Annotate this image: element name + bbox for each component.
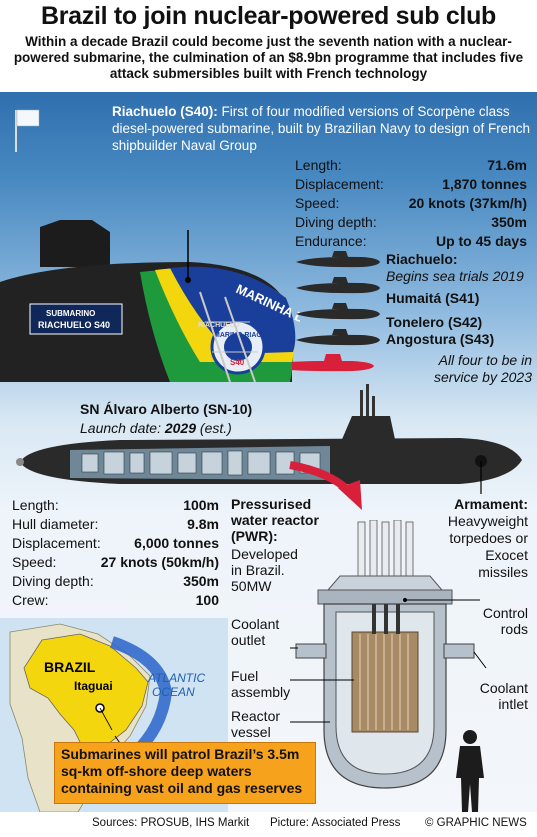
armament-title: Armament: <box>454 496 528 512</box>
page-title: Brazil to join nuclear-powered sub club <box>40 2 497 30</box>
reactor-desc-line: 50MW <box>231 578 272 594</box>
armament: Armament: Heavyweight torpedoes or Exoce… <box>420 496 528 581</box>
coolant-outlet-label: Coolant outlet <box>231 616 279 648</box>
reactor-desc-line: in Brazil. <box>231 562 285 578</box>
label-line: Coolant <box>479 680 528 696</box>
sail-text: RIACHUELO <box>198 322 240 329</box>
spec-value: 20 knots (37km/h) <box>408 195 527 211</box>
reactor-title: Pressurised water reactor (PWR): <box>231 496 319 544</box>
coolant-inlet-nozzle <box>443 643 475 659</box>
sub-silhouette-s42 <box>296 303 380 320</box>
reactor-title-line: Pressurised <box>231 496 312 512</box>
riachuelo-name: Riachuelo (S40): <box>112 104 218 119</box>
spec-label: Speed: <box>295 195 340 211</box>
spec-value: Up to 45 days <box>435 233 527 249</box>
armament-line: torpedoes or <box>449 530 528 546</box>
map-city: Itaguai <box>74 679 113 693</box>
page-subtitle: Within a decade Brazil could become just… <box>13 34 524 81</box>
coolant-inlet-label: Coolant intlet <box>466 680 528 712</box>
spec-label: Speed: <box>12 554 57 570</box>
footer-sources: Sources: PROSUB, IHS Markit <box>92 817 250 829</box>
spec-label: Diving depth: <box>12 573 94 589</box>
spec-value: 1,870 tonnes <box>442 176 527 192</box>
map-ocean-line1: ATLANTIC <box>147 671 205 685</box>
launch-year: 2029 <box>164 420 197 436</box>
spec-label: Displacement: <box>12 535 101 551</box>
reactor-desc: Developed in Brazil. 50MW <box>231 546 298 594</box>
spec-value: 27 knots (50km/h) <box>100 554 219 570</box>
sign-line1: SUBMARINO <box>46 309 95 318</box>
s40-label: Riachuelo: Begins sea trials 2019 <box>386 251 537 285</box>
reactor-diagram <box>290 520 487 789</box>
scorpene-specs: Length: 71.6m Displacement: 1,870 tonnes… <box>295 156 527 256</box>
reactor-title-line: (PWR): <box>231 528 278 544</box>
spec-label: Hull diameter: <box>12 516 99 532</box>
spec-label: Crew: <box>12 592 49 608</box>
armament-line: Exocet <box>485 547 528 563</box>
footer-picture: Picture: Associated Press <box>270 817 401 829</box>
map-country: BRAZIL <box>44 659 96 675</box>
reactor-desc-line: Developed <box>231 546 298 562</box>
spec-label: Length: <box>295 157 342 173</box>
spec-label: Length: <box>12 497 59 513</box>
riachuelo-desc: First of four modified versions of Scorp… <box>112 104 530 153</box>
label-line: Control <box>482 605 528 621</box>
launch-label: Launch date: <box>80 420 161 436</box>
control-rods-label: Control rods <box>470 605 528 637</box>
fuel-assembly-label: Fuel assembly <box>231 668 290 700</box>
spec-value: 100 <box>195 592 219 608</box>
nuclear-specs: Length: 100m Hull diameter: 9.8m Displac… <box>12 496 219 616</box>
s40-note: Begins sea trials 2019 <box>386 268 524 284</box>
sub-silhouette-s41 <box>296 277 380 294</box>
armament-line: Heavyweight <box>447 513 528 529</box>
spec-value: 350m <box>491 214 527 230</box>
sub-silhouette-s40 <box>296 251 380 268</box>
reactor-vessel-label: Reactor vessel <box>231 708 280 740</box>
armament-line: missiles <box>478 564 528 580</box>
spec-value: 6,000 tonnes <box>134 535 219 551</box>
sail <box>340 416 396 444</box>
nuclear-sub-launch: Launch date: 2029 (est.) <box>80 420 232 436</box>
patrol-callout: Submarines will patrol Brazil’s 3.5m sq-… <box>54 742 316 804</box>
spec-value: 350m <box>183 573 219 589</box>
label-line: intlet <box>498 696 528 712</box>
spec-value: 71.6m <box>487 157 527 173</box>
s43-label: Angostura (S43) <box>386 331 495 347</box>
footer-credit: © GRAPHIC NEWS <box>425 817 527 829</box>
fuel-assembly <box>351 631 419 733</box>
footer: Sources: PROSUB, IHS Markit Picture: Ass… <box>0 812 537 837</box>
coolant-outlet-nozzle <box>295 643 327 659</box>
map-ocean-line2: OCEAN <box>152 685 195 699</box>
spec-label: Diving depth: <box>295 214 377 230</box>
service-note: All four to be in service by 2023 <box>433 352 532 385</box>
riachuelo-photo: MARINHA DO BRASIL MARINO RIACHUELO S40 R… <box>0 109 300 382</box>
sign-line2: RIACHUELO S40 <box>38 320 110 330</box>
label-line: Reactor <box>231 708 281 724</box>
reactor-title-line: water reactor <box>231 512 319 528</box>
riachuelo-description: Riachuelo (S40): First of four modified … <box>112 103 532 154</box>
sub-silhouette-sn10 <box>292 354 374 372</box>
spec-label: Displacement: <box>295 176 384 192</box>
nuclear-sub-diagram <box>16 384 522 510</box>
spec-value: 100m <box>183 497 219 513</box>
label-line: Fuel <box>231 668 259 684</box>
label-line: rods <box>500 621 528 637</box>
sub-silhouette-s43 <box>296 329 380 346</box>
scorpene-silhouettes <box>292 251 380 372</box>
s40-name: Riachuelo: <box>386 251 458 267</box>
s41-label: Humaitá (S41) <box>386 290 480 306</box>
spec-value: 9.8m <box>187 516 219 532</box>
label-line: assembly <box>231 684 291 700</box>
label-line: vessel <box>231 724 271 740</box>
nuclear-sub-name: SN Álvaro Alberto (SN-10) <box>80 401 253 417</box>
badge-text: MARINO RIACHUELO <box>214 332 286 339</box>
s42-label: Tonelero (S42) <box>386 314 483 330</box>
label-line: outlet <box>231 632 266 648</box>
person-silhouette-icon <box>456 730 484 812</box>
spec-label: Endurance: <box>295 233 367 249</box>
launch-est: (est.) <box>199 420 232 436</box>
badge-number: S40 <box>230 358 245 367</box>
label-line: Coolant <box>231 616 280 632</box>
